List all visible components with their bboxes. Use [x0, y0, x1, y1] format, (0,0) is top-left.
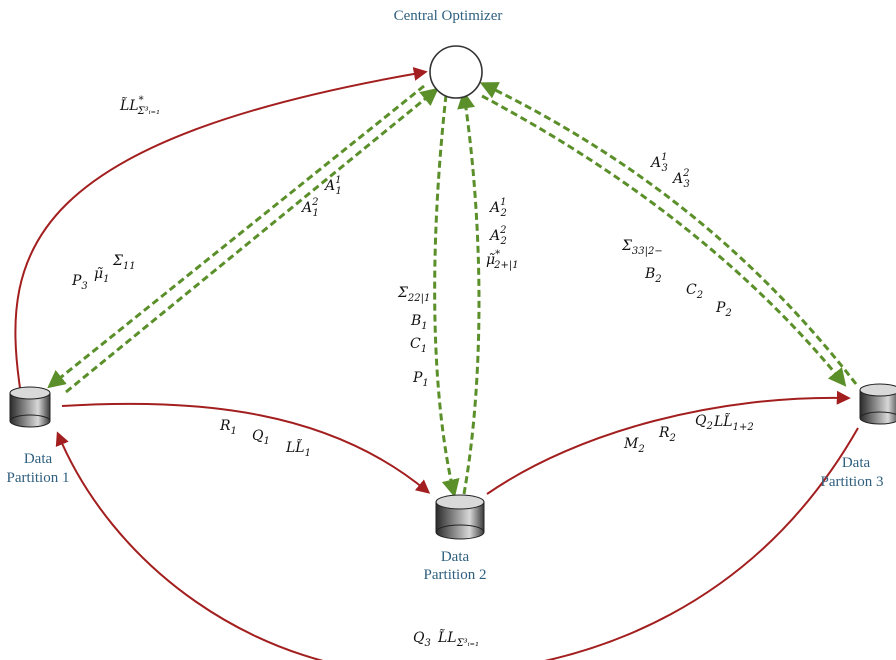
arrow-central-to-p1 — [47, 84, 425, 389]
center-to-p1-label-0: Σ11 — [112, 253, 136, 272]
partition3-database-icon — [859, 383, 896, 425]
arrow-p1-to-p2 — [61, 402, 431, 494]
p3-to-p1-label-1: L̃LΣ³ᵢ₌₁ — [437, 628, 479, 649]
arrow-p2-to-p3 — [486, 390, 851, 495]
p3-to-p1-label-0: Q3 — [413, 630, 431, 649]
p1-to-p2-label-0: R1 — [219, 418, 237, 437]
arrow-central-to-p3 — [481, 94, 847, 387]
partition3-label-line1: Data — [842, 455, 871, 471]
p2-to-center-label-2: μ̃*2+|1 — [486, 249, 519, 271]
partition3-label-line2: Partition 3 — [821, 474, 884, 490]
partition1-label-line2: Partition 1 — [7, 470, 70, 486]
center-to-p3-label-0: Σ33|2− — [621, 238, 663, 257]
p2-to-p3-label-1: R2 — [658, 425, 676, 444]
center-to-p1-label-1: μ̃1 — [94, 266, 109, 285]
partition2-label-line2: Partition 2 — [424, 567, 487, 583]
partition1-label-line1: Data — [24, 451, 53, 467]
p2-to-p3-label-3: LL̃1+2 — [713, 412, 754, 433]
p2-to-p3-label-2: Q2 — [695, 413, 713, 432]
central-optimizer-node — [429, 45, 483, 99]
p1-to-p2-label-1: Q1 — [252, 428, 270, 447]
arrow-p2-to-central — [457, 90, 481, 495]
center-to-p1-label-2: P3 — [71, 273, 88, 292]
center-to-p2-label-2: C1 — [410, 336, 427, 355]
p2-to-p3-label-0: M2 — [623, 436, 645, 455]
central-optimizer-label: Central Optimizer — [394, 8, 503, 24]
arrow-p1-to-central-dashed — [65, 87, 439, 394]
center-to-p2-label-0: Σ22|1 — [397, 285, 430, 304]
arrow-p1-to-central — [14, 67, 428, 389]
arrow-p3-to-p1 — [55, 427, 859, 660]
partition1-database-icon — [9, 386, 51, 428]
p1-to-p2-label-2: LL̃1 — [285, 438, 311, 459]
arrow-p3-to-central — [479, 82, 858, 385]
ll-sigma-top-label-0: L̃L*Σ³ᵢ₌₁ — [119, 95, 160, 117]
partition2-database-icon — [435, 494, 485, 540]
center-to-p3-label-2: C2 — [686, 282, 703, 301]
arrow-central-to-p2 — [433, 94, 460, 498]
center-to-p2-label-1: B1 — [410, 313, 428, 332]
partition2-label-line1: Data — [441, 549, 470, 565]
center-to-p2-label-3: P1 — [412, 370, 429, 389]
center-to-p3-label-1: B2 — [644, 266, 662, 285]
center-to-p3-label-3: P2 — [715, 300, 732, 319]
